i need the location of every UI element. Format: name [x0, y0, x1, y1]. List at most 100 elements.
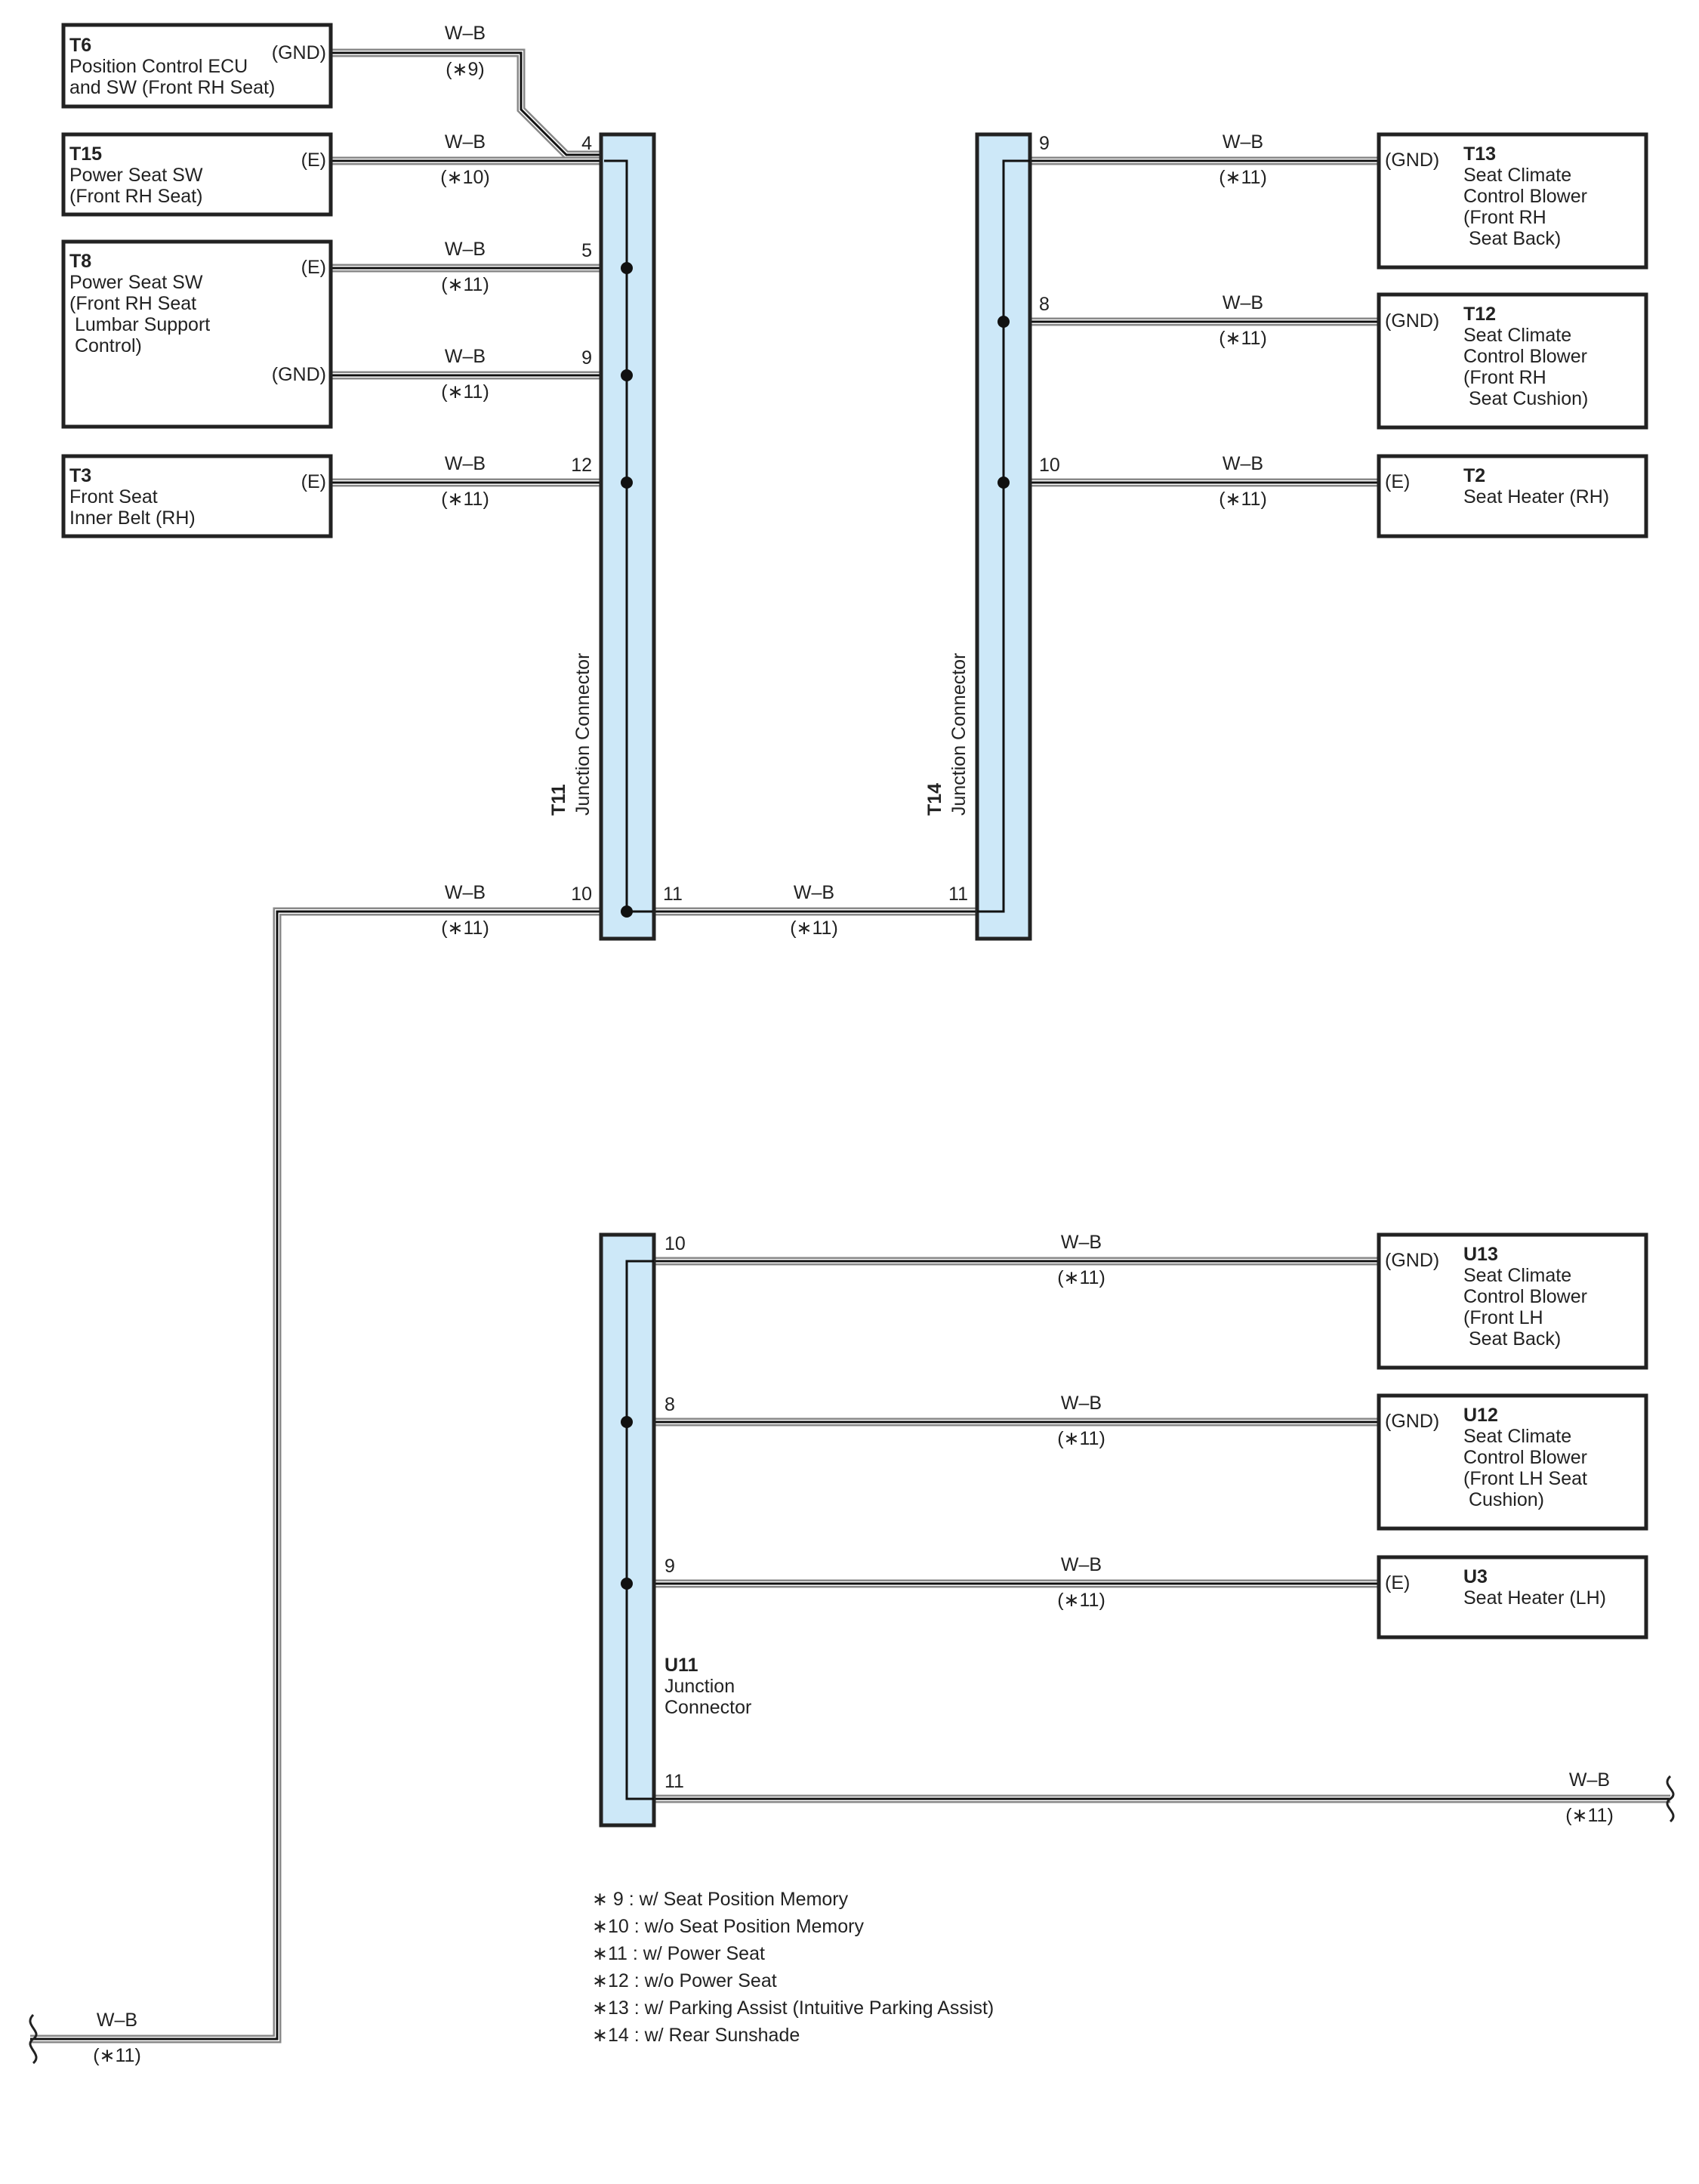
component-name-line: Seat Climate: [1463, 165, 1571, 186]
component-name-line: Seat Back): [1463, 228, 1561, 249]
component-code: T6: [69, 35, 91, 56]
pin-number: 5: [581, 240, 592, 261]
junction-name: Junction Connector: [948, 653, 970, 816]
pin-number: 9: [664, 1556, 675, 1577]
component-name-line: Control Blower: [1463, 186, 1587, 207]
wire-color-label: W–B: [1223, 131, 1263, 153]
component-name-line: Power Seat SW: [69, 272, 203, 293]
terminal-label: (E): [1385, 1572, 1410, 1593]
wires: [30, 48, 1670, 2044]
component-name-line: Seat Climate: [1463, 325, 1571, 346]
wire-color-label: W–B: [445, 882, 486, 903]
pin-number: 10: [1039, 455, 1060, 476]
component-t3: T3 Front Seat Inner Belt (RH) (E): [61, 454, 333, 538]
component-name-line: (Front RH: [1463, 367, 1546, 388]
junction-connector-t11: 4 5 9 12 10 11 T11 Junction Connector: [548, 132, 683, 941]
wire-option-label: (∗11): [1057, 1267, 1105, 1288]
wire-color-label: W–B: [445, 239, 486, 260]
wire-color-label: W–B: [1223, 292, 1263, 313]
component-code: T13: [1463, 143, 1496, 165]
component-t8: T8 Power Seat SW (Front RH Seat Lumbar S…: [61, 239, 333, 429]
component-name-line: Control Blower: [1463, 346, 1587, 367]
component-name-line: Seat Climate: [1463, 1265, 1571, 1286]
junction-name-line: Junction: [664, 1676, 735, 1697]
wire-color-label: W–B: [1223, 453, 1263, 474]
junction-code: T14: [924, 783, 945, 816]
legend-item: ∗ 9 : w/ Seat Position Memory: [592, 1889, 849, 1910]
component-name-line: Cushion): [1463, 1489, 1544, 1510]
component-code: T15: [69, 143, 102, 165]
wire-option-label: (∗11): [1219, 328, 1267, 349]
pin-number: 8: [664, 1394, 675, 1415]
pin-number: 8: [1039, 294, 1050, 315]
pin-number: 4: [581, 133, 592, 154]
component-code: T8: [69, 251, 91, 272]
component-name-line: Front Seat: [69, 486, 158, 507]
component-t12: (GND) T12 Seat Climate Control Blower (F…: [1377, 292, 1648, 430]
legend-item: ∗13 : w/ Parking Assist (Intuitive Parki…: [592, 1997, 994, 2019]
terminal-label: (GND): [1385, 1250, 1439, 1271]
wire-option-label: (∗11): [441, 274, 489, 295]
component-t15: T15 Power Seat SW (Front RH Seat) (E): [61, 132, 333, 217]
component-code: T2: [1463, 465, 1485, 486]
component-name-line: Lumbar Support: [69, 314, 210, 335]
component-code: U13: [1463, 1244, 1498, 1265]
wire-color-label: W–B: [1061, 1554, 1102, 1575]
component-name-line: (Front LH: [1463, 1307, 1543, 1328]
wire-option-label: (∗10): [440, 167, 489, 188]
wire-option-label: (∗11): [441, 918, 489, 939]
component-code: U12: [1463, 1405, 1498, 1426]
legend-item: ∗14 : w/ Rear Sunshade: [592, 2025, 800, 2046]
component-name-line: Seat Climate: [1463, 1426, 1571, 1447]
component-u12: (GND) U12 Seat Climate Control Blower (F…: [1377, 1393, 1648, 1531]
pin-number: 11: [663, 884, 683, 905]
pin-number: 12: [571, 455, 592, 476]
junction-connector-t14: 9 8 10 11 T14 Junction Connector: [924, 132, 1060, 941]
continuation-mark-right: [1666, 1775, 1675, 1823]
component-t6: T6 Position Control ECU and SW (Front RH…: [61, 23, 333, 109]
junction-code: U11: [664, 1655, 698, 1676]
wire-color-label: W–B: [1061, 1393, 1102, 1414]
component-name-line: Seat Cushion): [1463, 388, 1588, 409]
wire-color-label: W–B: [445, 453, 486, 474]
wire-option-label: (∗11): [93, 2045, 141, 2066]
wire-t6-to-t11-4: [331, 48, 619, 159]
legend-item: ∗11 : w/ Power Seat: [592, 1943, 765, 1964]
component-name-line: Seat Heater (LH): [1463, 1587, 1606, 1609]
component-name-line: (Front RH Seat): [69, 186, 202, 207]
wire-option-label: (∗11): [1057, 1428, 1105, 1449]
component-name-line: Control): [69, 335, 142, 356]
wire-option-label: (∗11): [441, 381, 489, 403]
legend-item: ∗10 : w/o Seat Position Memory: [592, 1916, 864, 1937]
component-name-line: Inner Belt (RH): [69, 507, 196, 529]
terminal-label: (GND): [1385, 1411, 1439, 1432]
component-code: T12: [1463, 304, 1496, 325]
component-name-line: (Front RH Seat: [69, 293, 196, 314]
wire-color-label: W–B: [445, 23, 486, 44]
continuation-mark-left: [29, 2013, 38, 2065]
legend-item: ∗12 : w/o Power Seat: [592, 1970, 777, 1991]
wire-t11-10-to-bottom-left: [30, 907, 604, 2044]
terminal-label: (GND): [272, 42, 326, 63]
wire-option-label: (∗11): [1057, 1590, 1105, 1611]
terminal-label: (E): [301, 150, 326, 171]
component-name-line: Seat Back): [1463, 1328, 1561, 1350]
terminal-label: (E): [301, 471, 326, 492]
component-t2: (E) T2 Seat Heater (RH): [1377, 454, 1648, 538]
pin-number: 9: [581, 347, 592, 369]
component-code: U3: [1463, 1566, 1488, 1587]
component-name-line: Position Control ECU: [69, 56, 248, 77]
component-u13: (GND) U13 Seat Climate Control Blower (F…: [1377, 1232, 1648, 1370]
terminal-label: (GND): [1385, 310, 1439, 332]
wire-option-label: (∗11): [441, 489, 489, 510]
pin-number: 11: [664, 1771, 684, 1792]
terminal-label: (E): [1385, 471, 1410, 492]
component-name-line: Seat Heater (RH): [1463, 486, 1609, 507]
component-name-line: (Front LH Seat: [1463, 1468, 1587, 1489]
component-t13: (GND) T13 Seat Climate Control Blower (F…: [1377, 132, 1648, 270]
junction-connector-u11: 10 8 9 11 U11 Junction Connector: [599, 1232, 751, 1828]
wire-color-label: W–B: [445, 346, 486, 367]
component-name-line: (Front RH: [1463, 207, 1546, 228]
junction-name-line: Connector: [664, 1697, 751, 1718]
